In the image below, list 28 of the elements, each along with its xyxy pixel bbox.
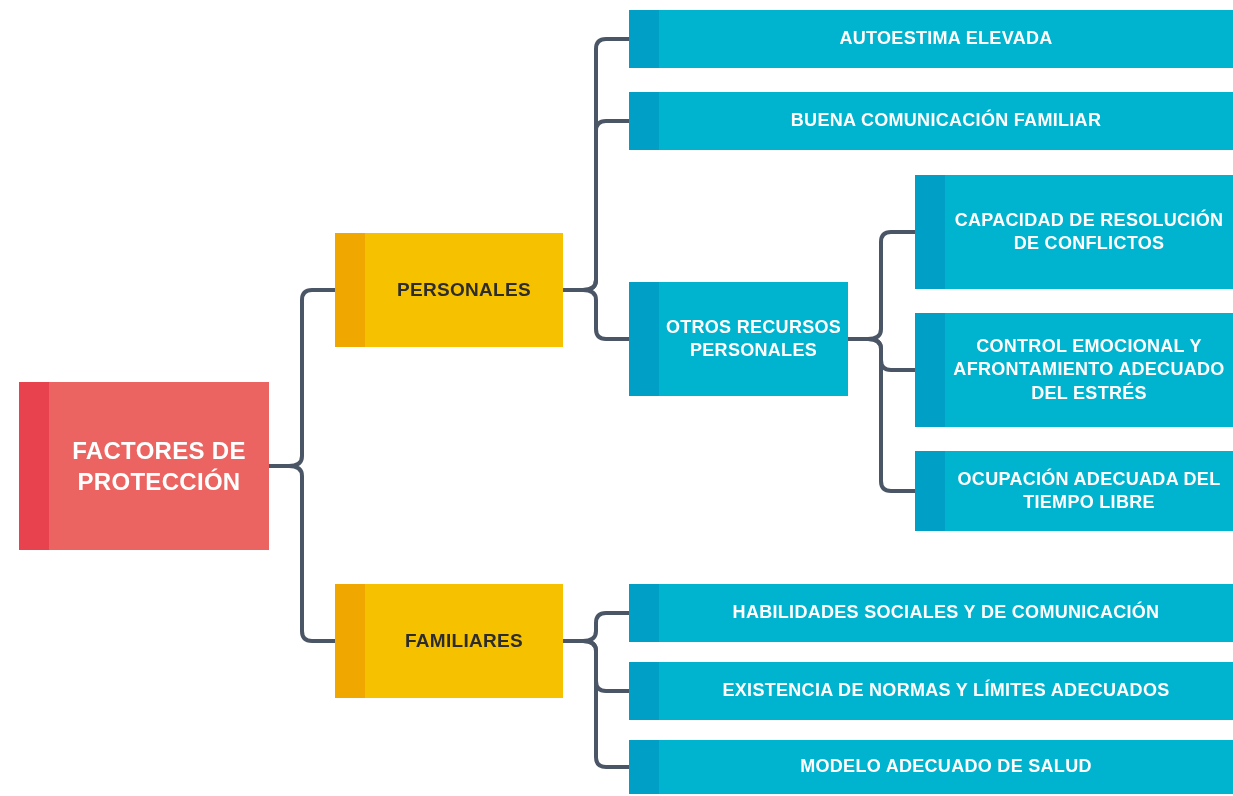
category-box [915,451,1233,531]
brace-connector [846,337,917,493]
category-box [629,740,1233,794]
box-label: BUENA COMUNICACIÓN FAMILIAR [790,109,1102,133]
box-label: CAPACIDAD DE RESOLUCIÓN DE CONFLICTOS [953,208,1225,255]
category-box [915,175,1233,289]
category-box [335,584,563,698]
box-label: CONTROL EMOCIONAL Y AFRONTAMIENTO ADECUADO DEL ESTRÉS [952,334,1226,405]
box-label: MODELO ADECUADO DE SALUD [800,755,1092,779]
box-label: OCUPACIÓN ADECUADA DEL TIEMPO LIBRE [956,467,1222,514]
brace-connector [267,464,337,643]
box-label: FAMILIARES [404,628,524,653]
category-box [629,584,1233,642]
category-box [629,92,1233,150]
category-box [915,313,1233,427]
box-label: OTROS RECURSOS PERSONALES [665,315,842,362]
box-label: HABILIDADES SOCIALES Y DE COMUNICACIÓN [732,601,1160,625]
brace-connector [561,288,631,341]
box-label: PERSONALES [397,277,531,302]
category-box [629,10,1233,68]
category-box [335,233,563,347]
box-label: AUTOESTIMA ELEVADA [839,27,1053,51]
box-label: EXISTENCIA DE NORMAS Y LÍMITES ADECUADOS [722,679,1170,703]
box-label: FACTORES DE PROTECCIÓN [71,435,247,497]
category-box [19,382,269,550]
category-box [629,662,1233,720]
category-box [629,282,848,396]
brace-connector [561,639,631,769]
